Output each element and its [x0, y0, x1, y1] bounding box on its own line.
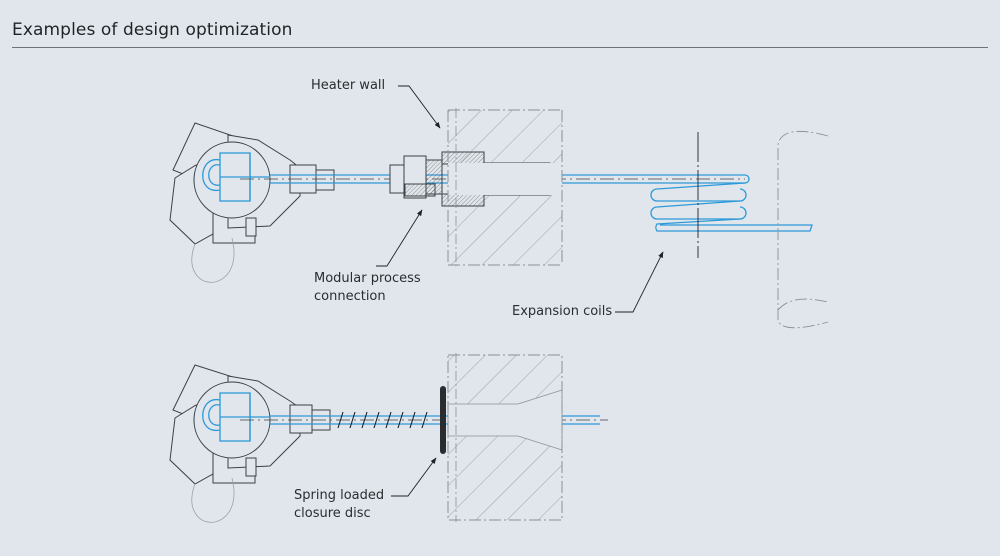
terminal-block-top [202, 152, 270, 202]
heater-wall-top [447, 108, 563, 266]
label-expansion-coils: Expansion coils [512, 304, 613, 319]
terminal-head-top [169, 122, 335, 245]
label-modular-line1: Modular process [314, 271, 421, 286]
terminal-head-bottom [169, 364, 331, 485]
label-heater-wall: Heater wall [311, 78, 386, 93]
closure-disc [440, 386, 446, 454]
chain-top [191, 237, 235, 283]
vessel-outline [777, 130, 829, 329]
top-assembly [169, 108, 829, 329]
page-title: Examples of design optimization [12, 20, 293, 40]
leaders-top [376, 85, 664, 313]
terminal-block-bottom [202, 392, 270, 442]
label-modular-line2: connection [314, 289, 386, 304]
label-spring-line2: closure disc [294, 506, 371, 521]
bottom-assembly [169, 353, 608, 523]
heater-wall-bottom [447, 353, 563, 522]
chain-bottom [191, 477, 235, 523]
spring [337, 411, 428, 429]
expansion-coils [650, 174, 813, 232]
leaders-bottom [391, 457, 437, 497]
title-divider [12, 47, 988, 48]
label-spring-line1: Spring loaded [294, 488, 385, 503]
